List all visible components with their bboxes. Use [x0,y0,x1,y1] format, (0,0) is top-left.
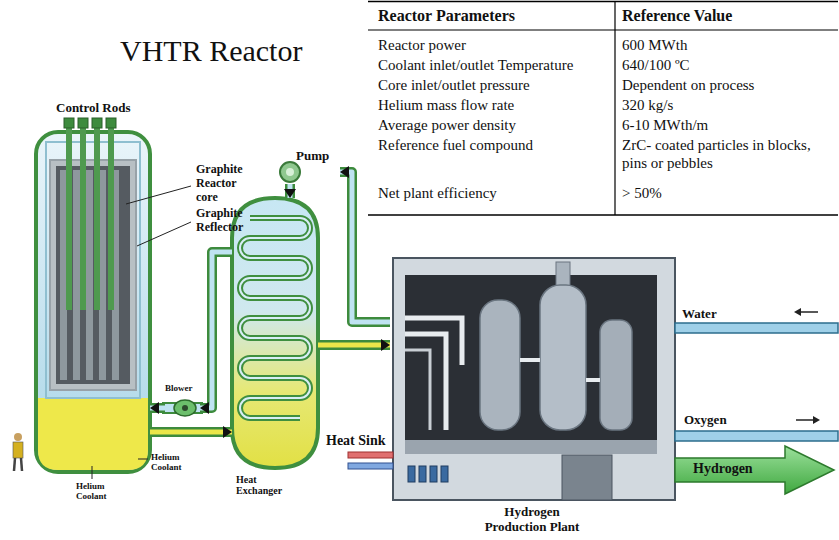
reactor-vessel: Control Rods [30,100,150,478]
table-cell: Helium mass flow rate [378,96,610,114]
table-cell: Reactor power [378,36,610,54]
stream-label: Oxygen [684,412,727,427]
node-label: Control Rods [56,100,131,115]
blower-symbol [163,400,202,416]
table-header: Reference Value [622,6,732,25]
callout-label: Helium Coolant [76,481,116,501]
table-cell: ZrC- coated particles in blocks, pins or… [622,136,834,172]
heat-exchanger-vessel [232,198,318,468]
reactor-vessel [36,118,150,472]
node-label: Heat Exchanger [236,474,288,496]
node-label: Pump [296,148,329,163]
table-header: Reactor Parameters [378,6,515,25]
coolant-pipe [284,184,296,198]
process-streams [348,308,838,494]
table-cell: 6-10 MWth/m [622,116,834,134]
table-cell: Reference fuel compound [378,136,610,154]
table-cell: 320 kg/s [622,96,834,114]
node-label: Blower [165,383,193,394]
table-cell: Core inlet/outlet pressure [378,76,610,94]
table-cell: 600 MWth [622,36,834,54]
stream-label: Heat Sink [326,433,386,449]
table-cell: Coolant inlet/outlet Temperature [378,56,610,74]
coolant-pipe [150,402,165,414]
parameter-table [368,0,839,216]
heat-exchanger: Heat Exchanger [232,198,318,500]
table-cell: > 50% [622,184,834,202]
diagram-title: VHTR Reactor [120,34,302,68]
stream-label: Hydrogen [693,461,753,477]
hydrogen-plant-building [393,258,675,500]
table-cell: Average power density [378,116,610,134]
coolant-pipe [318,339,390,351]
table-cell: Dependent on process [622,76,834,94]
table-cell: 640/100 ºC [622,56,834,74]
coolant-pipe [150,426,232,438]
stream-label: Water [682,306,717,321]
coolant-pipe [200,252,232,414]
table-cell: Net plant efficiency [378,184,610,202]
callout-label: Graphite Reactor core [196,162,250,204]
callout-label: Helium Coolant [151,452,191,472]
hydrogen-production-plant: Hydrogen Production Plant [390,258,675,536]
person-figure [13,433,23,471]
callout-label: Graphite Reflector [196,206,250,234]
blower: Blower [165,383,200,418]
pump-symbol [280,162,300,182]
pump: Pump [278,148,340,184]
node-label: Hydrogen Production Plant [472,504,592,534]
